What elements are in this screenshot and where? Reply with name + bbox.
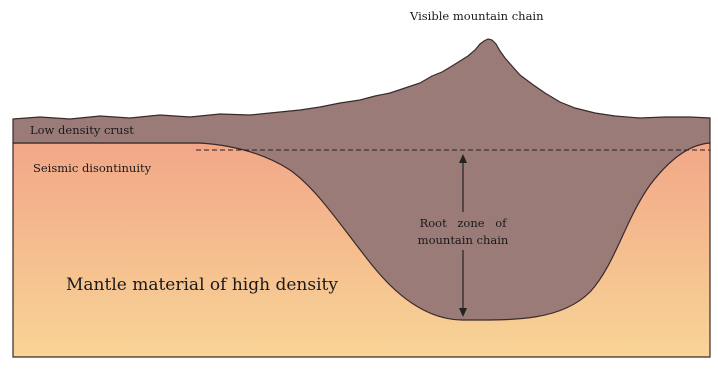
label-root-line2: mountain chain [418,233,509,247]
label-peak: Visible mountain chain [409,9,544,23]
label-crust: Low density crust [30,123,134,137]
label-discontinuity: Seismic disontinuity [33,161,152,175]
label-mantle: Mantle material of high density [66,275,338,295]
label-root-line1: Root zone of [420,216,508,230]
